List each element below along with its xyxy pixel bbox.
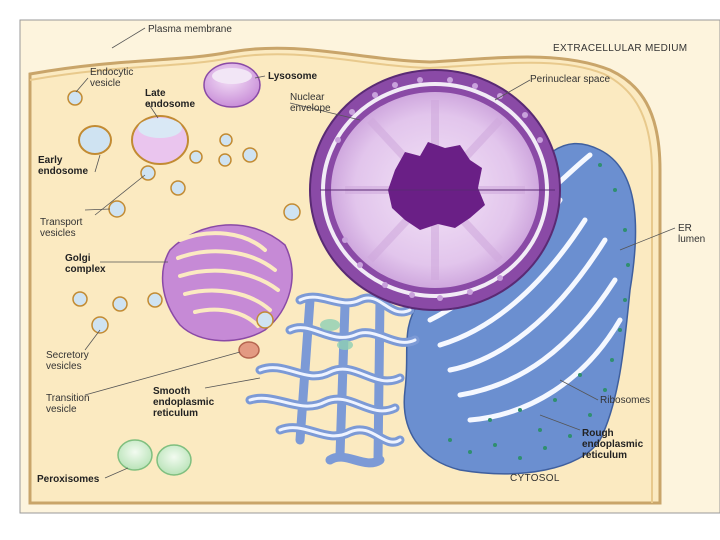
label-transport-vesicles: Transport vesicles bbox=[40, 217, 82, 239]
label-nuclear-envelope-line2: envelope bbox=[290, 103, 331, 114]
late-endosome bbox=[131, 115, 189, 165]
label-smooth-er-line3: reticulum bbox=[153, 408, 199, 419]
label-transport-vesicles-line1: Transport bbox=[40, 217, 83, 228]
label-transition-vesicle-line2: vesicle bbox=[46, 404, 77, 415]
label-lysosome: Lysosome bbox=[268, 71, 318, 82]
label-transport-vesicles-line2: vesicles bbox=[40, 228, 76, 239]
label-late-endosome-line1: Late bbox=[145, 88, 166, 99]
label-secretory-vesicles: Secretory vesicles bbox=[46, 350, 89, 372]
label-early-endosome: Early endosome bbox=[38, 155, 88, 177]
label-endocytic-vesicle-line2: vesicle bbox=[90, 78, 121, 89]
label-extracellular-medium: EXTRACELLULAR MEDIUM bbox=[553, 43, 688, 54]
golgi-complex bbox=[161, 224, 293, 342]
label-peroxisomes: Peroxisomes bbox=[37, 474, 100, 485]
label-rough-er-line3: reticulum bbox=[582, 450, 628, 461]
smooth-er-green-patches bbox=[320, 319, 353, 350]
label-plasma-membrane: Plasma membrane bbox=[148, 24, 232, 35]
leader-lines bbox=[75, 27, 676, 479]
label-early-endosome-line1: Early bbox=[38, 155, 63, 166]
label-er-lumen-line2: lumen bbox=[678, 234, 706, 245]
label-rough-er: Rough endoplasmic reticulum bbox=[582, 428, 643, 461]
label-golgi-complex: Golgi complex bbox=[65, 253, 106, 275]
label-golgi-complex-line2: complex bbox=[65, 264, 106, 275]
label-rough-er-line1: Rough bbox=[582, 428, 614, 439]
label-smooth-er-line2: endoplasmic bbox=[153, 397, 215, 408]
label-late-endosome: Late endosome bbox=[145, 88, 195, 110]
label-rough-er-line2: endoplasmic bbox=[582, 439, 644, 450]
transport-vesicles bbox=[108, 133, 301, 221]
label-cytosol: CYTOSOL bbox=[510, 473, 560, 484]
nucleolus bbox=[388, 142, 485, 230]
label-smooth-er-line1: Smooth bbox=[153, 386, 191, 397]
peroxisomes bbox=[117, 439, 192, 476]
smooth-er-lumen bbox=[248, 295, 417, 444]
label-late-endosome-line2: endosome bbox=[145, 99, 196, 110]
nuclear-pores bbox=[335, 77, 543, 301]
label-endocytic-vesicle: Endocytic vesicle bbox=[90, 67, 133, 89]
ribosome-dots bbox=[448, 163, 630, 460]
secretory-vesicles bbox=[72, 291, 274, 334]
label-secretory-vesicles-line2: vesicles bbox=[46, 361, 82, 372]
er-lumen-channels bbox=[427, 152, 623, 423]
label-endocytic-vesicle-line1: Endocytic bbox=[90, 67, 134, 78]
label-secretory-vesicles-line1: Secretory bbox=[46, 350, 89, 361]
label-smooth-er: Smooth endoplasmic reticulum bbox=[153, 386, 214, 419]
label-perinuclear-space: Perinuclear space bbox=[530, 74, 611, 85]
label-transition-vesicle: Transition vesicle bbox=[46, 393, 90, 415]
endocytic-vesicles bbox=[67, 90, 186, 196]
label-golgi-complex-line1: Golgi bbox=[65, 253, 91, 264]
label-transition-vesicle-line1: Transition bbox=[46, 393, 90, 404]
label-nuclear-envelope: Nuclear envelope bbox=[290, 92, 331, 114]
early-endosome bbox=[78, 125, 112, 155]
label-early-endosome-line2: endosome bbox=[38, 166, 89, 177]
label-nuclear-envelope-line1: Nuclear bbox=[290, 92, 325, 103]
lysosome bbox=[203, 62, 261, 108]
transition-vesicle bbox=[238, 341, 260, 359]
plasma-membrane bbox=[29, 53, 653, 503]
label-er-lumen-line1: ER bbox=[678, 223, 692, 234]
label-ribosomes: Ribosomes bbox=[600, 395, 651, 406]
label-er-lumen: ER lumen bbox=[678, 223, 705, 245]
